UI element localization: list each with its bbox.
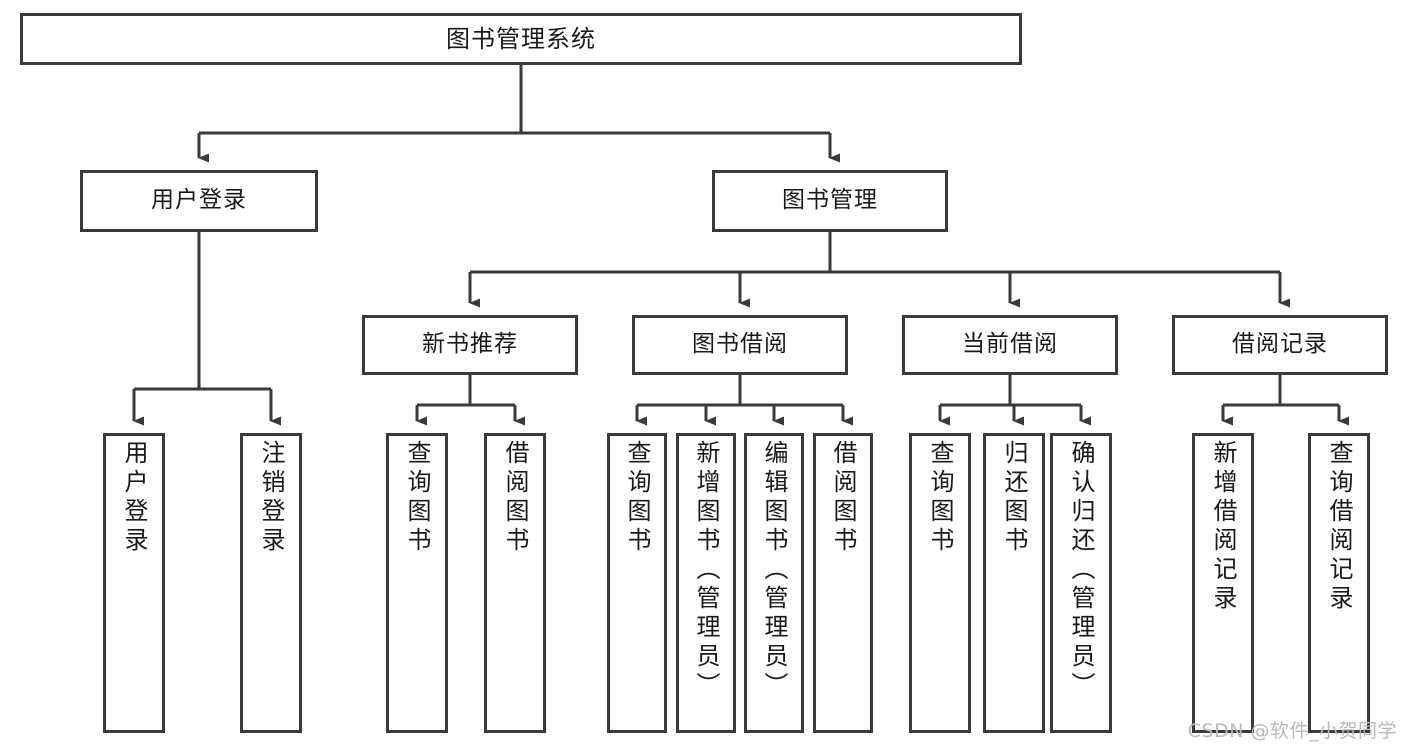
node-current-borrow[interactable]: 当前借阅 — [902, 315, 1118, 375]
node-leaf-query-book-2[interactable]: 查询图书 — [607, 433, 667, 733]
node-leaf-add-record[interactable]: 新增借阅记录 — [1192, 433, 1254, 733]
node-leaf-user-logout[interactable]: 注销登录 — [240, 433, 302, 733]
node-label: 用户登录 — [151, 187, 247, 214]
node-label: 查询图书 — [926, 440, 954, 556]
node-label: 用户登录 — [120, 440, 148, 556]
node-label: 归还图书 — [1000, 440, 1028, 556]
node-leaf-user-login[interactable]: 用户登录 — [103, 433, 165, 733]
node-new-book-recommend[interactable]: 新书推荐 — [362, 315, 578, 375]
node-leaf-borrow-book-2[interactable]: 借阅图书 — [813, 433, 873, 733]
node-borrow-record[interactable]: 借阅记录 — [1172, 315, 1388, 375]
node-label: 图书管理 — [782, 187, 878, 214]
watermark-text: CSDN @软件_小贺同学 — [1187, 720, 1397, 742]
node-label: 编辑图书（管理员） — [760, 440, 788, 701]
node-label: 确认归还（管理员） — [1067, 440, 1095, 701]
node-label: 新增借阅记录 — [1209, 440, 1237, 614]
node-label: 借阅图书 — [501, 440, 529, 556]
node-leaf-add-book[interactable]: 新增图书（管理员） — [676, 433, 736, 733]
node-label: 图书管理系统 — [446, 24, 596, 53]
node-user-login[interactable]: 用户登录 — [80, 170, 318, 232]
node-leaf-edit-book[interactable]: 编辑图书（管理员） — [744, 433, 804, 733]
node-leaf-confirm-return[interactable]: 确认归还（管理员） — [1050, 433, 1112, 733]
node-label: 借阅图书 — [829, 440, 857, 556]
node-leaf-query-book-3[interactable]: 查询图书 — [909, 433, 971, 733]
node-label: 注销登录 — [257, 440, 285, 556]
node-label: 新增图书（管理员） — [692, 440, 720, 701]
node-label: 新书推荐 — [422, 331, 518, 358]
node-label: 查询图书 — [623, 440, 651, 556]
node-book-manage[interactable]: 图书管理 — [712, 170, 948, 232]
node-label: 图书借阅 — [692, 331, 788, 358]
node-leaf-query-record[interactable]: 查询借阅记录 — [1308, 433, 1370, 733]
node-label: 查询借阅记录 — [1325, 440, 1353, 614]
node-root-system[interactable]: 图书管理系统 — [20, 13, 1022, 65]
node-leaf-borrow-book-1[interactable]: 借阅图书 — [484, 433, 546, 733]
node-label: 当前借阅 — [962, 331, 1058, 358]
node-leaf-query-book-1[interactable]: 查询图书 — [386, 433, 448, 733]
node-book-borrow[interactable]: 图书借阅 — [632, 315, 848, 375]
node-label: 查询图书 — [403, 440, 431, 556]
node-label: 借阅记录 — [1232, 331, 1328, 358]
node-leaf-return-book[interactable]: 归还图书 — [983, 433, 1045, 733]
